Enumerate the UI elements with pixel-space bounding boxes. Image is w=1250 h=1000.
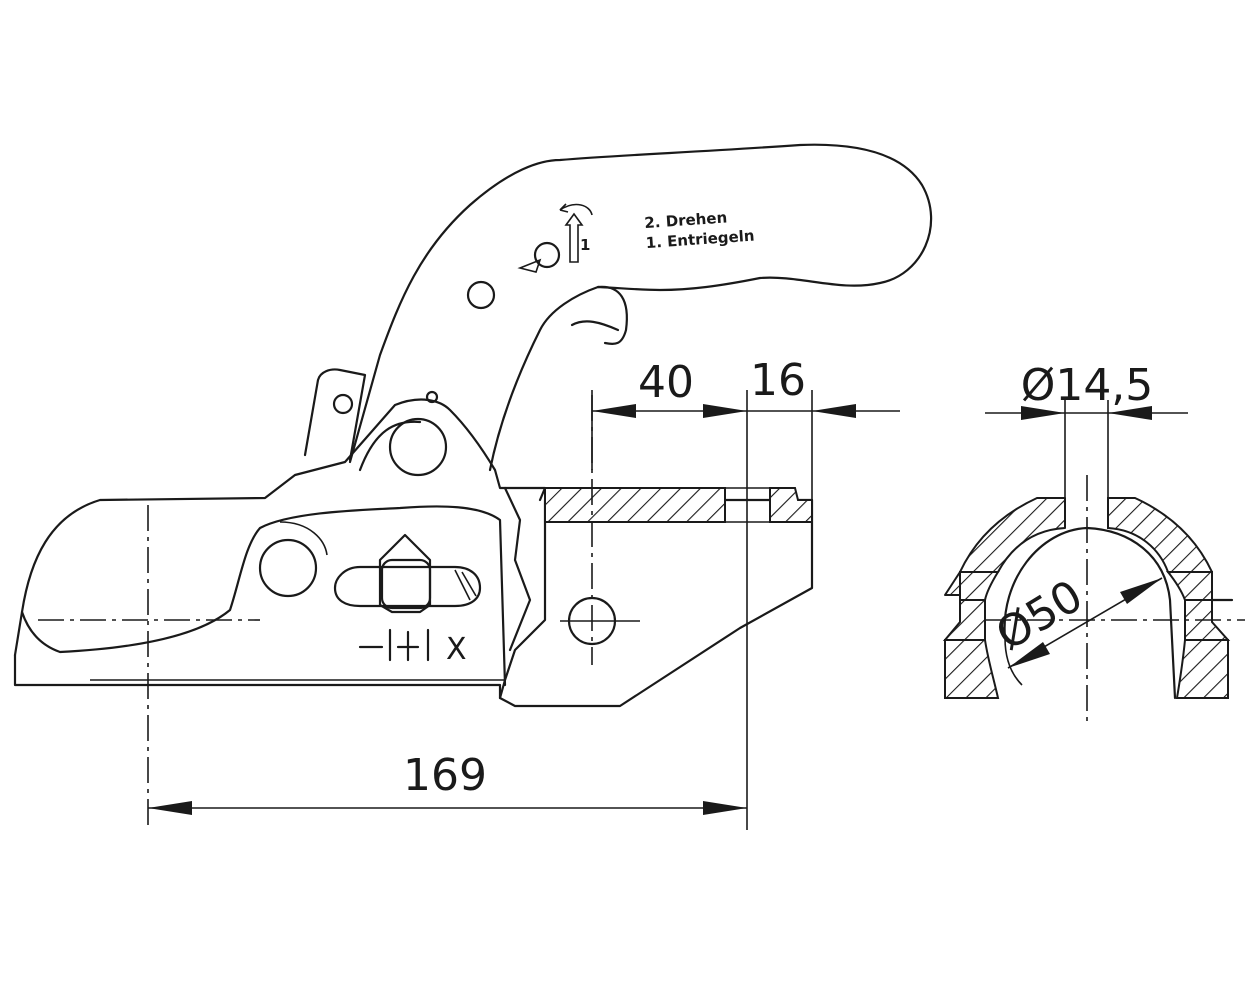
dimension-169: 169	[148, 750, 747, 815]
dim-40: 40	[638, 357, 694, 408]
arrow-icon	[592, 404, 636, 418]
arrow-icon	[148, 801, 192, 815]
arrow-number: 1	[580, 236, 590, 254]
arrow-icon	[812, 404, 856, 418]
arrow-icon	[703, 404, 747, 418]
drawbar-sleeve	[498, 487, 814, 708]
centerlines-section	[985, 475, 1245, 722]
handle-instructions: 2. Drehen 1. Entriegeln	[644, 208, 755, 252]
arrow-icon	[1021, 406, 1065, 420]
unlock-arrow-icon: 1	[517, 203, 593, 273]
arrow-icon	[703, 801, 747, 815]
centerlines-side	[38, 395, 593, 830]
section-view	[942, 497, 1234, 700]
coupling-body	[13, 398, 547, 700]
arrow-icon	[1108, 406, 1152, 420]
dimension-bore: Ø14,5	[985, 360, 1188, 498]
arrow-icon	[1120, 578, 1162, 604]
handle	[303, 143, 933, 472]
dim-bore: Ø14,5	[1021, 360, 1154, 411]
label-drehen: 2. Drehen	[644, 208, 728, 232]
wear-symbol: X	[446, 632, 467, 667]
dim-169: 169	[403, 750, 487, 801]
arrow-icon	[1008, 642, 1050, 668]
dim-16: 16	[750, 355, 806, 406]
dimension-40-16: 40 16	[591, 355, 900, 830]
wear-indicator: X	[333, 533, 482, 667]
wear-mark-icon	[358, 628, 430, 662]
